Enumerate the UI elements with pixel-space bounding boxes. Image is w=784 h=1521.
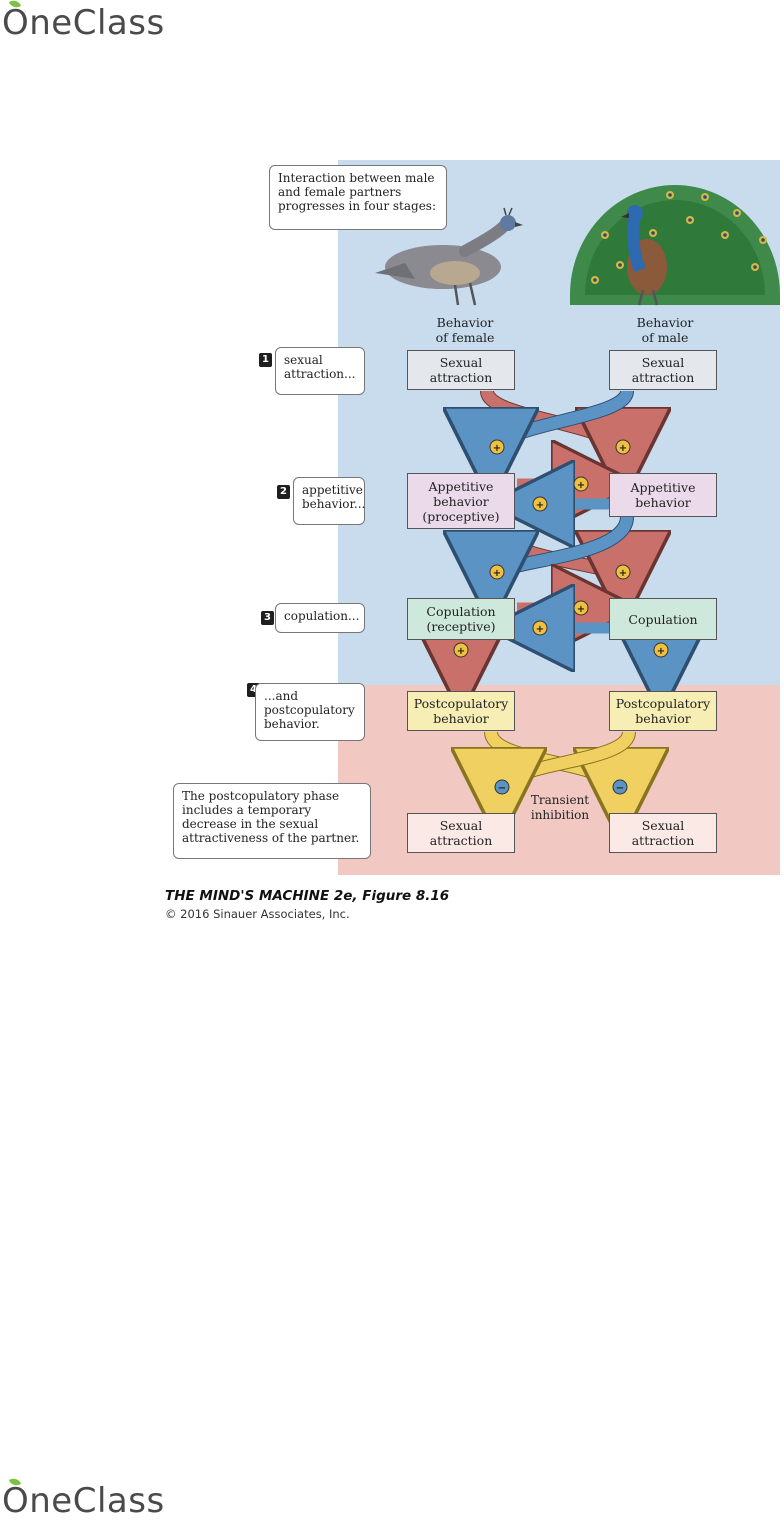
postcopulatory-note: The postcopulatory phase includes a temp…: [173, 783, 371, 859]
stage-number-3: 3: [261, 611, 274, 625]
svg-text:+: +: [493, 443, 501, 454]
stage-callout-3: copulation...: [275, 603, 365, 633]
plus-badge-icon: [573, 476, 589, 492]
plus-badge-icon: [573, 600, 589, 616]
female-copulation-box: Copulation (receptive): [407, 598, 515, 640]
svg-text:+: +: [657, 646, 665, 657]
female-final-attraction-box: Sexual attraction: [407, 813, 515, 853]
male-sexual-attraction-box: Sexual attraction: [609, 350, 717, 390]
oneclass-logo-footer: OneClass: [2, 1476, 165, 1518]
figure-caption: THE MIND'S MACHINE 2e, Figure 8.16: [165, 888, 450, 904]
figure-diagram: + + + + + + + + + + − − Interaction betw…: [165, 155, 780, 930]
plus-badge-icon: [489, 564, 505, 580]
female-sexual-attraction-box: Sexual attraction: [407, 350, 515, 390]
svg-text:+: +: [457, 646, 465, 657]
male-final-attraction-box: Sexual attraction: [609, 813, 717, 853]
stage-callout-4: ...and postcopulatory behavior.: [255, 683, 365, 741]
arrow-layer: + + + + + + + + + + − −: [375, 185, 780, 930]
figure-credit: © 2016 Sinauer Associates, Inc.: [165, 907, 350, 921]
stage-number-1: 1: [259, 353, 272, 367]
svg-text:+: +: [493, 568, 501, 579]
svg-text:−: −: [616, 783, 624, 794]
female-column-label: Behavior of female: [435, 315, 495, 345]
peahen-illustration: [375, 207, 523, 306]
female-appetitive-box: Appetitive behavior (proceptive): [407, 473, 515, 529]
stage-number-2: 2: [277, 485, 290, 499]
intro-callout: Interaction between male and female part…: [269, 165, 447, 230]
stage-callout-1: sexual attraction...: [275, 347, 365, 395]
plus-badge-icon: [653, 642, 669, 658]
plus-badge-icon: [489, 439, 505, 455]
plus-badge-icon: [453, 642, 469, 658]
male-copulation-box: Copulation: [609, 598, 717, 640]
svg-text:+: +: [619, 568, 627, 579]
svg-text:+: +: [536, 500, 544, 511]
transient-inhibition-label: Transient inhibition: [530, 793, 590, 822]
male-postcopulatory-box: Postcopulatory behavior: [609, 691, 717, 731]
plus-badge-icon: [532, 620, 548, 636]
plus-badge-icon: [615, 439, 631, 455]
stage-callout-2: appetitive behavior...: [293, 477, 365, 525]
plus-badge-icon: [615, 564, 631, 580]
female-postcopulatory-box: Postcopulatory behavior: [407, 691, 515, 731]
peacock-illustration: [570, 185, 780, 306]
svg-text:+: +: [619, 443, 627, 454]
plus-badge-icon: [532, 496, 548, 512]
male-column-label: Behavior of male: [636, 315, 694, 345]
svg-text:+: +: [536, 624, 544, 635]
male-appetitive-box: Appetitive behavior: [609, 473, 717, 517]
svg-text:+: +: [577, 604, 585, 615]
svg-text:−: −: [498, 783, 506, 794]
oneclass-logo: OneClass: [2, 0, 165, 40]
svg-text:+: +: [577, 480, 585, 491]
minus-badge-icon: [494, 779, 510, 795]
minus-badge-icon: [612, 779, 628, 795]
